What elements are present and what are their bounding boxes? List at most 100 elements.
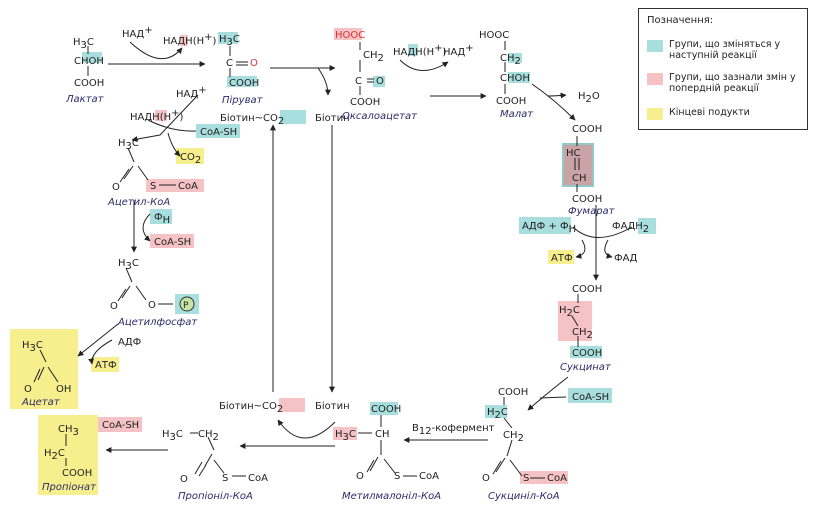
biotin-top: Біотин xyxy=(315,112,350,124)
succinylcoa-cooh: COOH xyxy=(498,387,528,398)
atp-yellow-chip-2 xyxy=(548,250,574,264)
methylmalonyl-o: O xyxy=(356,471,364,482)
methylmalonyl-cooh: COOH xyxy=(371,404,401,415)
malate-teal-h xyxy=(508,53,522,63)
label-succinyl-coa: Сукциніл-КоА xyxy=(488,490,560,502)
phosphate-circle xyxy=(179,296,195,312)
lactate-teal-highlight xyxy=(82,52,102,63)
arrow-to-co2 xyxy=(167,132,181,157)
atp-yellow-chip xyxy=(91,357,119,372)
arrow-adp-atp xyxy=(88,339,113,365)
legend-swatch-pink xyxy=(647,73,663,85)
acetate-box xyxy=(10,329,78,409)
pyruvate-cooh: COOH xyxy=(229,78,259,89)
reagent-coash-1: CoA-SH xyxy=(200,127,237,138)
propionylcoa-coa: CoA xyxy=(248,473,268,484)
coash-pink-chip xyxy=(150,234,194,248)
label-fumarate: Фумарат xyxy=(568,206,616,217)
biotin-co2-teal-chip xyxy=(280,110,306,124)
arrow-to-atp xyxy=(575,239,586,259)
acetylphosphate-o2: O xyxy=(148,300,156,311)
biotin-co2-top: Біотин~CO2 xyxy=(220,112,284,127)
succinylcoa-h2c: H2C xyxy=(487,407,508,421)
label-pyruvate: Піруват xyxy=(222,94,264,106)
fumarate-hc: HC xyxy=(566,148,581,159)
label-acetyl-phosphate: Ацетилфосфат xyxy=(117,317,198,328)
acetate-o: O xyxy=(24,384,32,395)
legend-swatch-yellow xyxy=(647,108,663,120)
legend-text-3: Кінцеві подукти xyxy=(669,107,750,118)
svg-text:H3C: H3C xyxy=(73,37,94,51)
svg-text:H3C: H3C xyxy=(219,34,240,48)
pyruvate-teal-ch3 xyxy=(218,32,238,44)
propionate-ch3: CH3 xyxy=(58,424,79,438)
lactate-h: H xyxy=(73,37,81,48)
succinylcoa-coa: CoA xyxy=(547,473,567,484)
acetylphosphate-p: P xyxy=(183,301,189,311)
propionylcoa-s: S xyxy=(222,473,228,484)
succinylcoa-s: S xyxy=(523,473,529,484)
fadh2-teal-chip xyxy=(638,218,656,234)
malate-hooc: HOOC xyxy=(479,30,509,41)
reagent-coash-4: CoA-SH xyxy=(572,392,609,403)
malate-ch2: CH2 xyxy=(500,53,521,67)
arrow-nad-loop xyxy=(129,41,183,60)
reagent-nadh-3: НАДН(Н+) xyxy=(393,43,447,58)
propionylcoa-ch2: CH2 xyxy=(198,429,219,443)
legend-item-next-reaction: Групи, що зміняться у наступній реакції xyxy=(647,39,807,61)
succinate-teal-cooh xyxy=(570,346,602,358)
nadh-pink-h2 xyxy=(155,110,167,121)
arrow-nadh-coash xyxy=(147,119,197,132)
propionylcoa-h3c: H3C xyxy=(162,429,183,443)
succinylcoa-ch2: CH2 xyxy=(503,430,524,444)
reagent-h2o: H2O xyxy=(578,91,600,105)
label-malate: Малат xyxy=(500,109,534,120)
succinate-cooh-bottom: COOH xyxy=(572,348,602,359)
nadh-pink-h xyxy=(180,35,188,46)
oxaloacetate-o: O xyxy=(376,76,384,87)
methylmalonyl-coa: CoA xyxy=(419,471,439,482)
oxaloacetate-pink-hooc xyxy=(334,28,362,40)
malate-cooh: COOH xyxy=(496,96,526,107)
fumarate-cooh-top: COOH xyxy=(572,124,602,135)
succinylcoa-teal-h2c xyxy=(485,405,507,418)
coash-pink-chip-2 xyxy=(98,417,142,432)
succinate-h2c: H2C xyxy=(559,305,580,319)
reagent-nadh-1: НАДН(Н+) xyxy=(163,32,217,47)
acetylcoa-s: S xyxy=(150,181,156,192)
reagent-coash-3: CoA-SH xyxy=(102,420,139,431)
coash-teal-chip-2 xyxy=(568,388,612,403)
pyruvate-teal-cooh xyxy=(227,76,257,87)
label-methylmalonyl-coa: Метилмалоніл-КоА xyxy=(342,490,441,502)
arrow-to-biotin xyxy=(317,67,331,96)
reagent-adp: АДФ xyxy=(118,337,142,348)
label-acetate: Ацетат xyxy=(21,397,61,408)
arrow-malate-fumarate xyxy=(531,83,576,121)
adp-fn-teal-chip xyxy=(519,217,571,234)
reagent-nad-2: НАД+ xyxy=(176,85,207,100)
arrow-h2o xyxy=(547,92,567,99)
acetylcoa-coa: CoA xyxy=(178,181,198,192)
methylmalonyl-pink-h3c xyxy=(333,427,357,440)
propionate-box xyxy=(38,415,98,495)
reagent-atp-2: АТФ xyxy=(551,253,573,264)
biotin-co2-bottom: Біотин~CO2 xyxy=(219,400,283,415)
reagent-adp-fn: АДФ + ФH xyxy=(522,221,576,235)
fn-teal-chip xyxy=(150,209,172,224)
reagent-coash-2: CoA-SH xyxy=(154,237,191,248)
legend-text-2: Групи, що зазнали змін у попердній реакц… xyxy=(669,72,796,94)
reagent-nad-3: НАД+ xyxy=(443,43,474,58)
acetylphosphate-o1: O xyxy=(110,301,118,312)
label-acetyl-coa: Ацетил-КоА xyxy=(107,197,170,208)
propionate-h2c: H2C xyxy=(44,448,65,462)
succinylcoa-o: O xyxy=(482,473,490,484)
reagent-atp-1: АТФ xyxy=(95,360,117,371)
malate-choh: CHOH xyxy=(500,73,530,84)
svg-text:H3C: H3C xyxy=(118,138,139,152)
methylmalonyl-ch: CH xyxy=(375,429,390,440)
lactate-choh: CHOH xyxy=(74,56,104,67)
methylmalonyl-teal-cooh xyxy=(370,402,398,415)
biotin-co2-pink-chip xyxy=(279,398,305,412)
svg-text:H3C: H3C xyxy=(118,258,139,272)
